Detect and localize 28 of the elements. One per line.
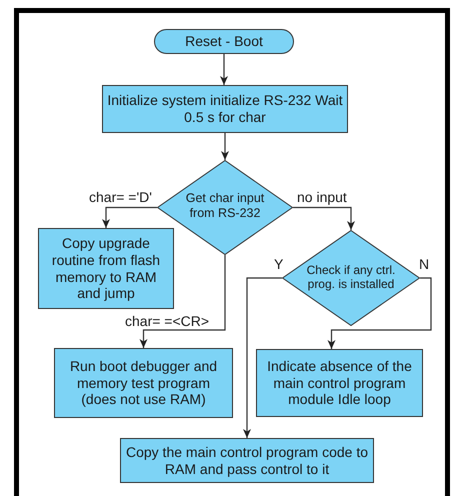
edge-label: Y [273,256,284,272]
terminal-pill [154,29,294,54]
node-text: Check if any ctrl. prog. is installed [306,262,396,292]
node-text: Get char input from RS-232 [184,190,266,220]
process-box [54,348,233,418]
process-box [102,85,348,133]
connector-arrow [221,133,229,160]
process-box [38,228,174,309]
node-text: Initialize system initialize RS-232 Wait 0.5 s for char [106,92,344,126]
node-text: Reset - Boot [184,33,264,50]
node-text: Run boot debugger and memory test program (does not use RAM) [68,358,218,408]
decision-diamond [282,230,420,326]
node-text: Indicate absence of the main control program module Idle loop [266,358,413,408]
node-text: Copy the main control program code to RAM and pass control to it [124,444,369,478]
edge-label: N [418,256,430,272]
edge-label: char= ='D' [88,189,153,205]
connector-arrow [328,277,432,349]
decision-diamond [157,160,293,255]
connector-arrow [293,206,355,230]
process-box [120,438,374,483]
edge-label: char= =<CR> [124,313,210,329]
edge-label: no input [296,189,348,205]
connector-arrow [220,54,228,85]
connector-arrow [102,206,157,228]
connector-arrow [140,255,226,348]
connector-arrow [243,277,282,438]
process-box [256,349,423,417]
node-text: Copy upgrade routine from flash memory to RAM and jump [50,234,162,302]
